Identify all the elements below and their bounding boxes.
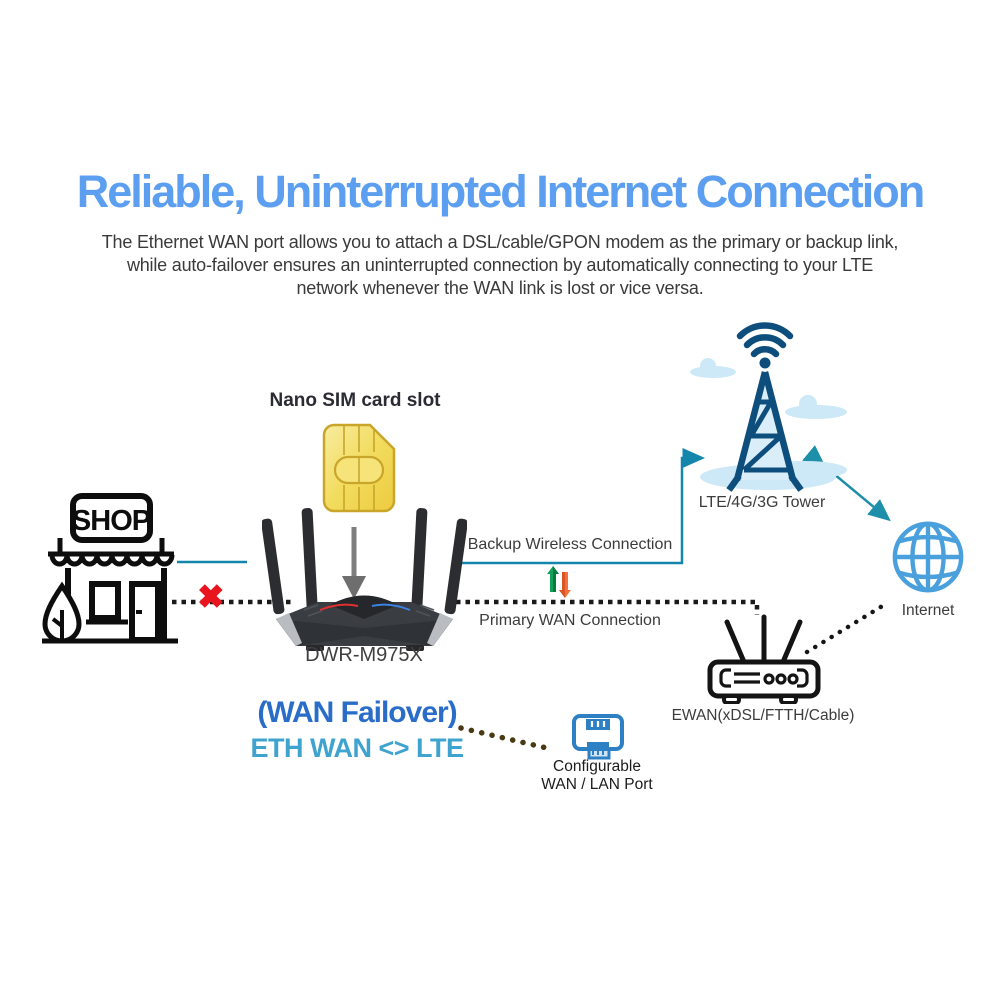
subtitle-line: network whenever the WAN link is lost or… — [296, 278, 704, 298]
router-model-label: DWR-M975X — [305, 644, 423, 666]
tree-icon — [42, 581, 82, 644]
ethernet-port-icon — [572, 714, 624, 760]
shop-sign-text: SHOP — [72, 505, 151, 537]
port-label-line: WAN / LAN Port — [541, 776, 653, 793]
ewan-label: EWAN(xDSL/FTTH/Cable) — [671, 707, 855, 724]
failover-modes: ETH WAN <> LTE — [250, 733, 464, 763]
primary-connection-label: Primary WAN Connection — [479, 612, 661, 629]
tower-label: LTE/4G/3G Tower — [698, 494, 826, 511]
cloud-icon — [690, 358, 847, 419]
port-label: Configurable WAN / LAN Port — [517, 758, 677, 794]
failover-heading: (WAN Failover) — [257, 696, 457, 729]
backup-wireless-line — [459, 448, 705, 565]
internet-globe-icon — [892, 521, 964, 593]
failover-updown-arrows-icon — [547, 566, 571, 598]
lte-tower-icon — [690, 322, 847, 492]
sim-insert-arrow — [342, 527, 366, 599]
internet-label: Internet — [901, 602, 955, 619]
page-title: Reliable, Uninterrupted Internet Connect… — [76, 166, 926, 217]
ewan-modem-icon — [707, 614, 821, 704]
failover-text-block: (WAN Failover) ETH WAN <> LTE — [247, 696, 467, 764]
subtitle-line: while auto-failover ensures an uninterru… — [126, 255, 874, 275]
signal-waves-icon — [736, 322, 794, 358]
subtitle-line: The Ethernet WAN port allows you to atta… — [101, 232, 899, 252]
router-dwr-m975x-image — [262, 508, 467, 651]
backup-connection-label: Backup Wireless Connection — [467, 536, 673, 553]
broken-link-x-icon: ✖ — [197, 578, 225, 615]
shop-icon: SHOP — [42, 493, 178, 644]
ewan-to-internet-dotted-line — [804, 602, 887, 655]
port-label-line: Configurable — [553, 758, 641, 775]
failover-to-port-dotted-line — [458, 725, 554, 752]
page-subtitle: The Ethernet WAN port allows you to atta… — [0, 231, 1000, 300]
sim-slot-label: Nano SIM card slot — [269, 390, 441, 411]
nano-sim-card-icon — [322, 423, 396, 513]
